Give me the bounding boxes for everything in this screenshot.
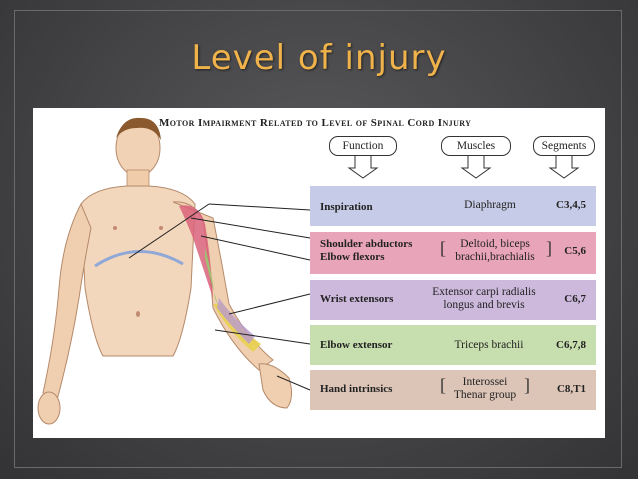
row-function-2: Elbow flexors [320,251,385,263]
header-muscles: Muscles [441,136,511,156]
row-inspiration: Inspiration Diaphragm C3,4,5 [310,186,596,226]
anatomy-figure: Motor Impairment Related to Level of Spi… [33,108,605,438]
row-muscles: Diaphragm [464,199,516,211]
row-shoulder-elbow-flexors: Shoulder abductors Elbow flexors [ Delto… [310,232,596,274]
row-segments: C6,7,8 [556,339,586,351]
row-function: Hand intrinsics [320,383,393,395]
body-illustration [37,117,311,425]
row-muscles: Triceps brachii [454,339,524,351]
close-brace: ] [524,375,530,395]
row-muscles-2: Thenar group [453,389,517,401]
row-muscles-2: longus and brevis [443,299,525,311]
row-muscles-2: brachii,brachialis [455,251,535,263]
row-muscles-1: Interossei [462,376,508,388]
slide-title: Level of injury [191,38,447,78]
row-function: Wrist extensors [320,293,394,305]
open-brace: [ [440,238,446,258]
row-segments: C8,T1 [556,383,586,395]
row-function-1: Shoulder abductors [320,238,413,250]
row-function: Inspiration [320,201,373,213]
row-segments: C5,6 [564,245,586,257]
figure-heading: Motor Impairment Related to Level of Spi… [159,117,472,129]
close-brace: ] [546,238,552,258]
row-elbow-extensor: Elbow extensor Triceps brachii C6,7,8 [310,325,596,365]
row-hand-intrinsics: Hand intrinsics [ Interossei Thenar grou… [310,370,596,410]
open-brace: [ [440,375,446,395]
header-function: Function [329,136,397,156]
row-muscles-1: Deltoid, biceps [460,238,530,250]
header-segments: Segments [533,136,595,156]
row-function: Elbow extensor [320,339,393,351]
row-segments: C6,7 [564,293,586,305]
row-segments: C3,4,5 [556,199,586,211]
row-wrist-extensors: Wrist extensors Extensor carpi radialis … [310,280,596,320]
row-muscles-1: Extensor carpi radialis [432,286,536,298]
slide-frame [14,10,622,468]
